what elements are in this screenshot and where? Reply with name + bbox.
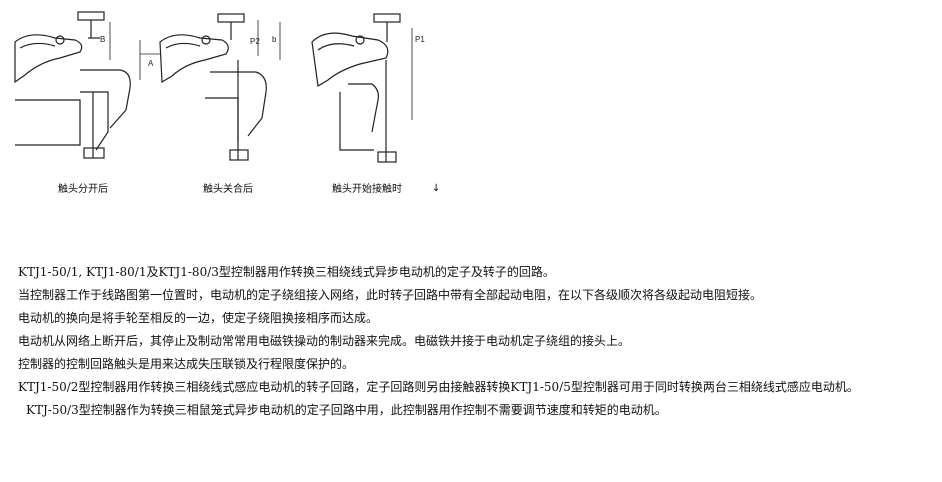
paragraph: KTJ1-50/1, KTJ1-80/1及KTJ1-80/3型控制器用作转换三相… [18,265,555,279]
contact-diagrams-drawing: B A P2 b P1 [14,11,425,163]
caption-contacts-closed: 触头关合后 [203,184,253,195]
contact-diagrams: B A P2 b P1 触头分开后 触头关合后 触头开始接触时 ↓ [0,0,470,205]
dim-label-P2: P2 [250,37,260,46]
caption-contacts-open: 触头分开后 [58,184,108,195]
paragraph: 电动机从网络上断开后，其停止及制动常常用电磁铁操动的制动器来完成。电磁铁并接于电… [18,334,631,348]
figure-contacts-closed [159,13,281,161]
figure-contacts-touching [311,13,413,163]
controller-description: KTJ1-50/1, KTJ1-80/1及KTJ1-80/3型控制器用作转换三相… [0,261,942,422]
dim-label-P1: P1 [415,35,425,44]
dim-label-A: A [148,59,154,68]
paragraph: KTJ-50/3型控制器作为转换三相鼠笼式异步电动机的定子回路中用，此控制器用作… [26,403,667,417]
dim-label-B: B [100,35,105,44]
dim-label-b: b [272,35,277,44]
paragraph: 当控制器工作于线路图第一位置时，电动机的定子绕组接入网络，此时转子回路中带有全部… [18,288,763,302]
paragraph: KTJ1-50/2型控制器用作转换三相绕线式感应电动机的转子回路，定子回路则另由… [18,380,859,394]
figure-contacts-open [14,11,160,159]
caption-contacts-touching: 触头开始接触时 [332,184,402,195]
paragraph: 电动机的换向是将手轮至相反的一边，使定子绕阻换接相序而达成。 [18,311,379,325]
paragraph: 控制器的控制回路触头是用来达成失压联锁及行程限度保护的。 [18,357,355,371]
stray-arrow-mark: ↓ [432,183,441,194]
